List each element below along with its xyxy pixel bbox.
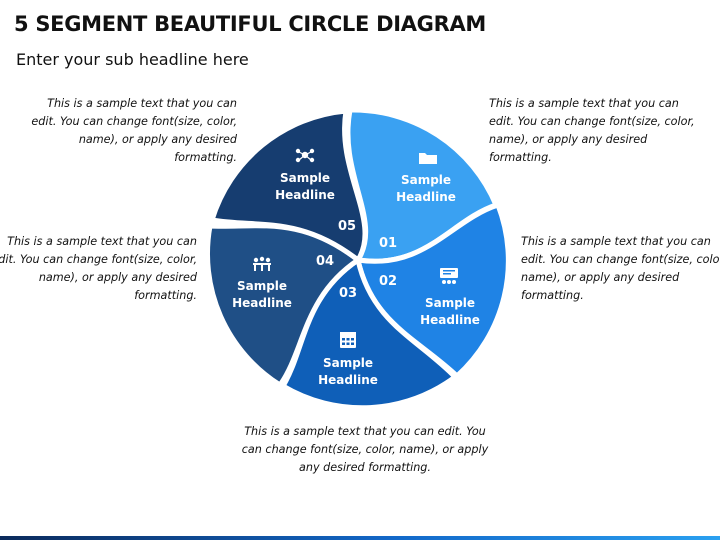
segment-05[interactable]: Sample Headline 05 bbox=[209, 108, 368, 263]
segment-05-headline-line1: Sample bbox=[280, 171, 330, 185]
page-title: 5 SEGMENT BEAUTIFUL CIRCLE DIAGRAM bbox=[14, 12, 487, 36]
segment-02-headline-line2: Headline bbox=[420, 313, 480, 327]
segment-01-headline-line2: Headline bbox=[396, 190, 456, 204]
segment-01-headline-line1: Sample bbox=[401, 173, 451, 187]
segment-05-headline-line2: Headline bbox=[275, 188, 335, 202]
segment-03-number: 03 bbox=[339, 286, 357, 301]
segment-04-headline-line1: Sample bbox=[237, 279, 287, 293]
segment-04-headline-line2: Headline bbox=[232, 296, 292, 310]
segment-05-shape bbox=[209, 108, 368, 263]
bottom-accent-bar bbox=[0, 536, 720, 540]
segment-02-text: This is a sample text that you can edit.… bbox=[521, 235, 720, 302]
segment-04-number: 04 bbox=[316, 254, 334, 269]
calendar-icon bbox=[340, 332, 356, 348]
segment-05-number: 05 bbox=[338, 219, 356, 234]
segment-01-number: 01 bbox=[379, 236, 397, 251]
presentation-board-icon bbox=[440, 268, 458, 284]
segment-02-headline-line1: Sample bbox=[425, 296, 475, 310]
segment-05-text: This is a sample text that you can edit.… bbox=[31, 97, 237, 164]
segment-04-text: This is a sample text that you can edit.… bbox=[0, 235, 197, 302]
segment-02-number: 02 bbox=[379, 274, 397, 289]
user-network-icon bbox=[295, 148, 315, 163]
page-subtitle: Enter your sub headline here bbox=[16, 50, 249, 69]
segment-04[interactable]: Sample Headline 04 bbox=[205, 223, 361, 388]
team-meeting-icon bbox=[253, 256, 271, 271]
folder-icon bbox=[419, 153, 437, 164]
segment-03-text: This is a sample text that you can edit.… bbox=[241, 425, 489, 474]
segment-03-headline-line2: Headline bbox=[318, 373, 378, 387]
segment-03-headline-line1: Sample bbox=[323, 356, 373, 370]
segment-01-text: This is a sample text that you can edit.… bbox=[489, 97, 695, 164]
